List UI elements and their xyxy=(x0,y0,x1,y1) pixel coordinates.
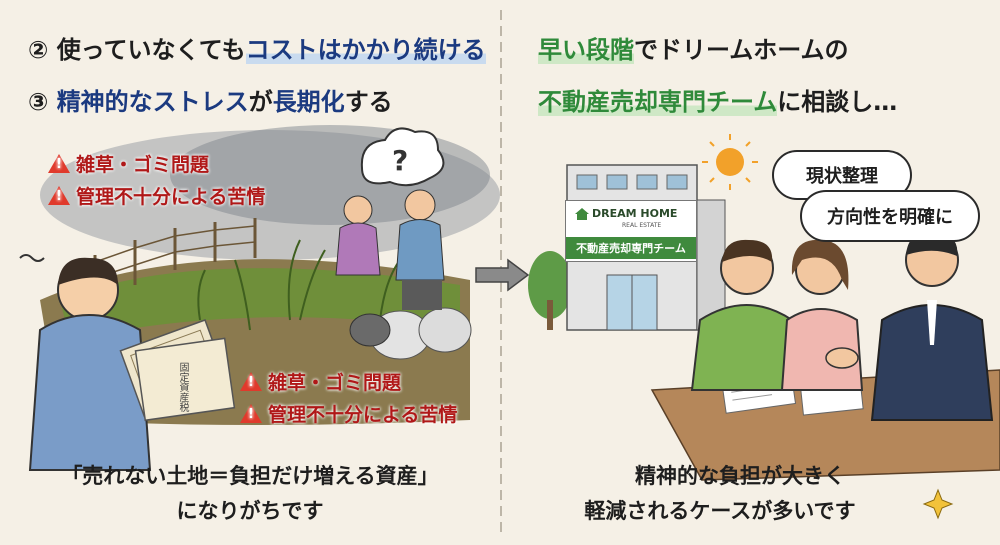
right-arrow-icon xyxy=(475,258,530,292)
consult-heading-text-1: でドリームホームの xyxy=(634,36,849,64)
point-3-number: ③ xyxy=(28,88,49,116)
left-caption-line-2: になりがちです xyxy=(176,499,324,523)
point-2-number: ② xyxy=(28,36,49,64)
warning-icon xyxy=(240,372,262,391)
warning-weeds-trash-bottom: 雑草・ゴミ問題 xyxy=(240,368,401,395)
warning-complaints-top: 管理不十分による苦情 xyxy=(48,182,265,209)
point-3-text: が xyxy=(248,88,273,116)
sign-team-label: 不動産売却専門チーム xyxy=(566,237,696,259)
warning-weeds-trash-top: 雑草・ゴミ問題 xyxy=(48,150,209,177)
point-2-heading: ② 使っていなくてもコストはかかり続ける xyxy=(28,30,486,65)
dream-home-sign: DREAM HOME REAL ESTATE 不動産売却専門チーム xyxy=(565,200,697,262)
house-logo-icon xyxy=(575,208,589,220)
early-stage-highlight: 早い段階 xyxy=(538,36,634,64)
sign-subtitle: REAL ESTATE xyxy=(622,222,662,229)
point-3-heading: ③ 精神的なストレスが長期化する xyxy=(28,82,393,117)
point-2-highlight: コストはかかり続ける xyxy=(245,36,486,64)
bills-label: 固定資産税 xyxy=(177,362,188,412)
svg-text:?: ? xyxy=(392,144,408,177)
consult-heading-text-2: に相談し… xyxy=(777,88,898,116)
consult-heading-line-1: 早い段階でドリームホームの xyxy=(538,30,849,65)
left-caption-line-1: 「売れない土地＝負担だけ増える資産」 xyxy=(61,464,439,488)
point-3-suffix: する xyxy=(344,88,393,116)
right-panel: 早い段階でドリームホームの 不動産売却専門チームに相談し… xyxy=(502,0,1000,545)
warning-icon xyxy=(48,186,70,205)
consult-heading-line-2: 不動産売却専門チームに相談し… xyxy=(538,82,897,117)
team-highlight: 不動産売却専門チーム xyxy=(538,88,778,116)
neglected-land-illustration: ? xyxy=(19,125,500,471)
point-2-text: 使っていなくても xyxy=(56,36,246,64)
point-3-highlight-2: 長期化 xyxy=(272,88,345,116)
right-caption-line-2: 軽減されるケースが多いです xyxy=(584,499,856,523)
point-3-highlight-1: 精神的なストレス xyxy=(56,88,249,116)
warning-icon xyxy=(240,404,262,423)
warning-icon xyxy=(48,154,70,173)
right-caption-line-1: 精神的な負担が大きく xyxy=(635,464,845,488)
speech-bubble-direction: 方向性を明確に xyxy=(800,190,980,242)
left-panel: ② 使っていなくてもコストはかかり続ける ③ 精神的なストレスが長期化する xyxy=(0,0,500,545)
warning-complaints-bottom: 管理不十分による苦情 xyxy=(240,400,457,427)
sign-title: DREAM HOME xyxy=(592,207,678,220)
